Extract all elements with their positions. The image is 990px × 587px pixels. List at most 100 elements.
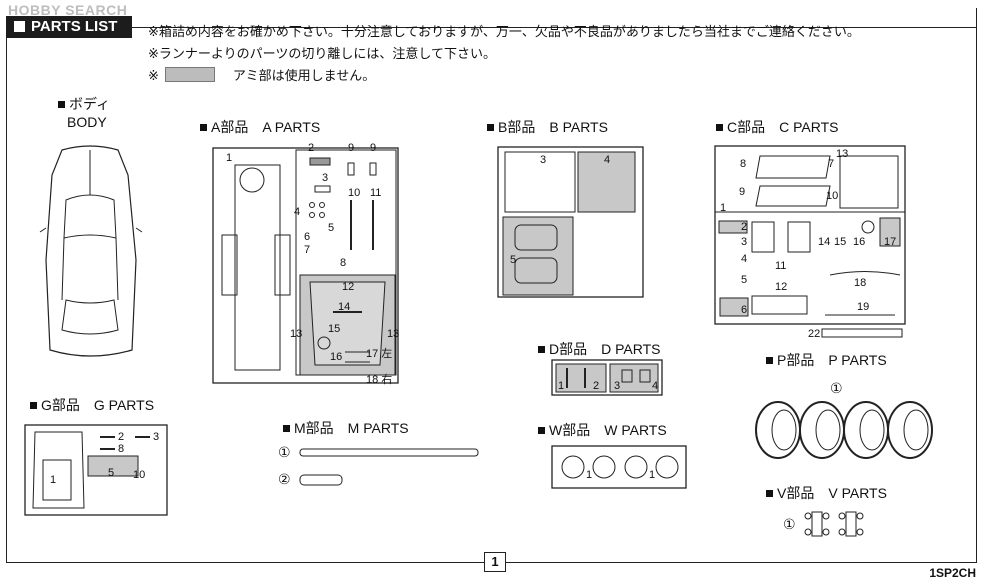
a-label-13b: 13 [387, 328, 400, 340]
a-label-9b: 9 [370, 142, 377, 154]
a-label-16: 16 [330, 351, 343, 363]
note-1: ※箱詰め内容をお確かめ下さい。十分注意しておりますが、万一、欠品や不良品がありま… [148, 24, 860, 39]
a-label-4: 4 [294, 206, 301, 218]
c-parts-title: C部品 C PARTS [716, 117, 839, 137]
a-label-12: 12 [342, 281, 355, 293]
a-label-6: 6 [304, 231, 311, 243]
c-label-4: 4 [741, 253, 748, 265]
c-label-15: 15 [834, 236, 847, 248]
square-icon [716, 124, 723, 131]
square-icon [58, 101, 65, 108]
note-2: ※ランナーよりのパーツの切り離しには、注意して下さい。 [148, 46, 496, 61]
a-label-1: 1 [226, 152, 233, 164]
c-label-5: 5 [741, 274, 748, 286]
page-number: 1 [484, 552, 506, 572]
v-parts-title: V部品 V PARTS [766, 483, 887, 503]
c-label-7: 7 [828, 158, 835, 170]
c-label-2: 2 [741, 221, 748, 233]
frame-bottom-line-right [506, 562, 977, 563]
a-label-8: 8 [340, 257, 347, 269]
d-label-4: 4 [652, 380, 659, 392]
g-label-1: 1 [50, 474, 57, 486]
d-label-1: 1 [558, 380, 565, 392]
g-parts-title: G部品 G PARTS [30, 395, 154, 415]
b-label-4: 4 [604, 154, 611, 166]
c-label-10: 10 [826, 190, 839, 202]
c-label-13: 13 [836, 148, 849, 160]
b-label-5: 5 [510, 254, 517, 266]
c-label-12: 12 [775, 281, 788, 293]
w-label-1b: 1 [649, 469, 656, 481]
square-icon [538, 346, 545, 353]
square-icon [30, 402, 37, 409]
g-label-2: 2 [118, 431, 125, 443]
c-label-8: 8 [740, 158, 747, 170]
p-parts-title: P部品 P PARTS [766, 350, 887, 370]
c-label-11: 11 [775, 260, 787, 272]
m-parts-title: M部品 M PARTS [283, 418, 409, 438]
note-3: ※ アミ部は使用しません。 [148, 67, 375, 85]
frame-bottom-line-left [6, 562, 484, 563]
a-label-7: 7 [304, 244, 311, 256]
c-label-22: 22 [808, 328, 821, 340]
square-icon [200, 124, 207, 131]
c-label-16: 16 [853, 236, 866, 248]
parts-list-title: PARTS LIST [31, 18, 118, 35]
c-label-6: 6 [741, 304, 748, 316]
square-icon [766, 490, 773, 497]
square-icon [283, 425, 290, 432]
a-label-15: 15 [328, 323, 341, 335]
a-label-2: 2 [308, 142, 315, 154]
body-title-en: BODY [67, 114, 107, 130]
a-label-13a: 13 [290, 328, 303, 340]
c-label-19: 19 [857, 301, 870, 313]
a-label-18: 18 右 [366, 374, 393, 386]
c-label-17: 17 [884, 236, 897, 248]
frame-top-line [132, 27, 977, 28]
a-label-3: 3 [322, 172, 329, 184]
m-marker-2: ② [278, 471, 291, 487]
b-label-3: 3 [540, 154, 547, 166]
p-marker: ① [830, 380, 843, 396]
c-label-3: 3 [741, 236, 748, 248]
m-marker-1: ① [278, 444, 291, 460]
note-3-mark: ※ [148, 68, 159, 83]
a-label-5: 5 [328, 222, 335, 234]
shade-swatch [164, 67, 215, 82]
a-label-17: 17 左 [366, 348, 393, 360]
parts-list-header: PARTS LIST [6, 16, 132, 38]
square-icon [14, 21, 25, 32]
v-marker: ① [783, 516, 796, 532]
c-label-9: 9 [739, 186, 746, 198]
w-label-1a: 1 [586, 469, 593, 481]
note-3-text: アミ部は使用しません。 [232, 68, 376, 83]
frame-left-line [6, 38, 7, 563]
d-label-2: 2 [593, 380, 600, 392]
g-label-10: 10 [133, 469, 146, 481]
square-icon [538, 427, 545, 434]
d-label-3: 3 [614, 380, 621, 392]
g-label-8: 8 [118, 443, 125, 455]
g-label-3: 3 [153, 431, 160, 443]
c-label-18: 18 [854, 277, 867, 289]
d-parts-title: D部品 D PARTS [538, 339, 661, 359]
a-label-9a: 9 [348, 142, 355, 154]
c-label-14: 14 [818, 236, 831, 248]
a-parts-title: A部品 A PARTS [200, 117, 320, 137]
square-icon [766, 357, 773, 364]
document-code: 1SP2CH [929, 566, 976, 580]
body-title-jp: ボディ [58, 94, 110, 114]
frame-right-line [976, 8, 977, 563]
c-label-1: 1 [720, 202, 727, 214]
a-label-10: 10 [348, 187, 361, 199]
square-icon [487, 124, 494, 131]
